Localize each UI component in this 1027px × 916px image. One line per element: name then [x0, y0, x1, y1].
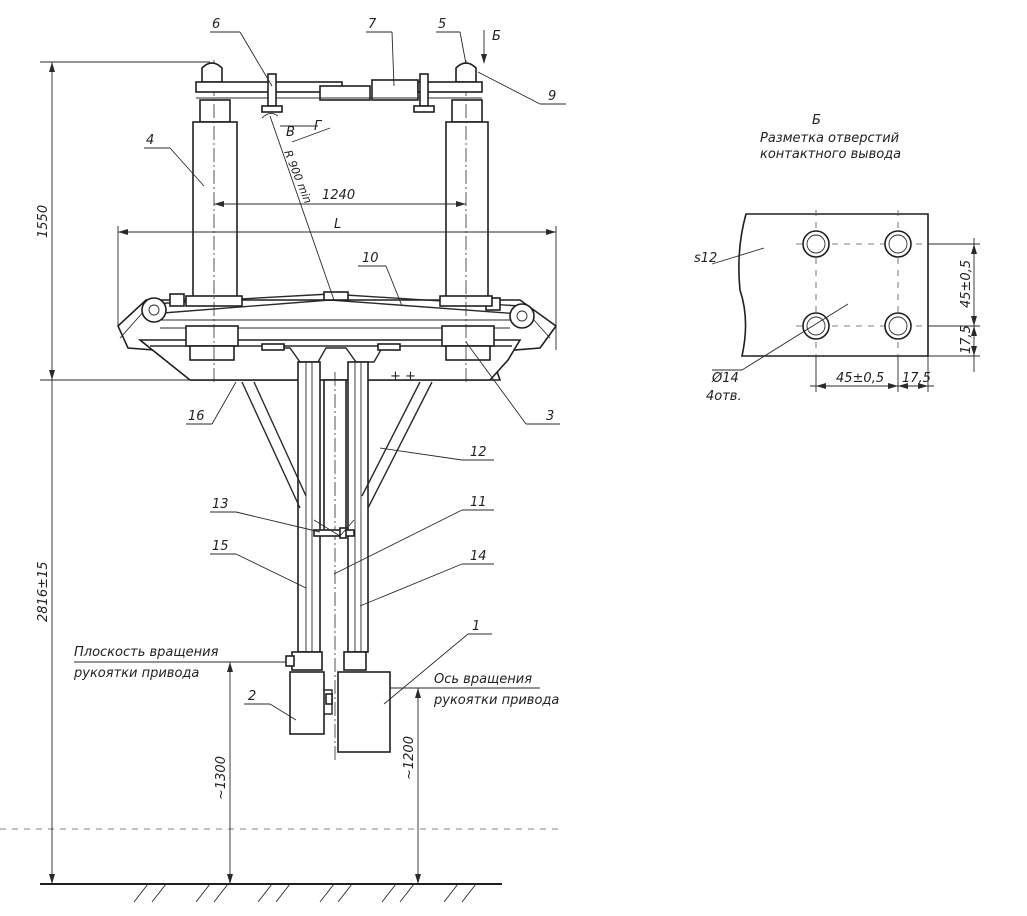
callout-2: 2 [248, 689, 256, 704]
dim-1550: 1550 [36, 205, 51, 238]
ground-line [0, 828, 560, 903]
callout-16: 16 [188, 409, 205, 424]
detail-dim-h1: 45±0,5 [836, 371, 884, 386]
callout-3: 3 [546, 409, 554, 424]
detail-hole-diameter: Ø14 [711, 371, 739, 386]
dim-1200: ~1200 [402, 736, 417, 780]
callout-1: 1 [472, 619, 480, 634]
support-struts [241, 381, 433, 509]
axis-note-line2: рукоятки привода [433, 693, 559, 708]
callout-12: 12 [470, 445, 487, 460]
insulator-left [185, 99, 243, 361]
detail-subtitle-line2: контактного вывода [760, 147, 901, 162]
callout-11: 11 [470, 495, 487, 510]
detail-hole-count: 4отв. [706, 389, 742, 404]
callout-13: 13 [212, 497, 229, 512]
detail-view-b: Б Разметка отверстий контактного вывода [694, 113, 980, 404]
view-mark-b: Б [492, 29, 501, 44]
callout-7: 7 [368, 17, 377, 32]
detail-thickness: s12 [694, 251, 717, 266]
callout-10: 10 [362, 251, 379, 266]
plane-note-line2: рукоятки привода [73, 666, 199, 681]
insulator-right [439, 99, 495, 361]
plane-note-line1: Плоскость вращения [74, 645, 219, 660]
insulator-axes [213, 60, 467, 385]
view-mark-g: Г [314, 119, 323, 134]
contact-holes [802, 230, 912, 340]
callout-9: 9 [548, 89, 556, 104]
callout-15: 15 [212, 539, 229, 554]
callout-4: 4 [146, 133, 154, 148]
detail-subtitle-line1: Разметка отверстий [760, 131, 899, 146]
detail-dim-v1: 45±0,5 [959, 260, 974, 308]
callout-14: 14 [470, 549, 487, 564]
dim-1300: ~1300 [214, 756, 229, 800]
detail-title: Б [812, 113, 821, 128]
callout-5: 5 [438, 17, 446, 32]
dimension-lines [40, 61, 557, 884]
leader-lines [144, 30, 566, 721]
dim-1240: 1240 [322, 188, 355, 203]
axis-note-line1: Ось вращения [434, 672, 532, 687]
detail-dim-h2: 17,5 [902, 371, 931, 386]
callout-6: 6 [212, 17, 220, 32]
view-b-arrow [481, 54, 487, 64]
drive-units [289, 671, 391, 753]
contact-assembly [195, 62, 483, 301]
dim-2816: 2816±15 [36, 561, 51, 622]
view-mark-v: В [286, 125, 295, 140]
detail-dim-v2: 17,5 [959, 325, 974, 354]
plus-marks: + + [390, 369, 416, 384]
dim-L: L [334, 217, 341, 232]
